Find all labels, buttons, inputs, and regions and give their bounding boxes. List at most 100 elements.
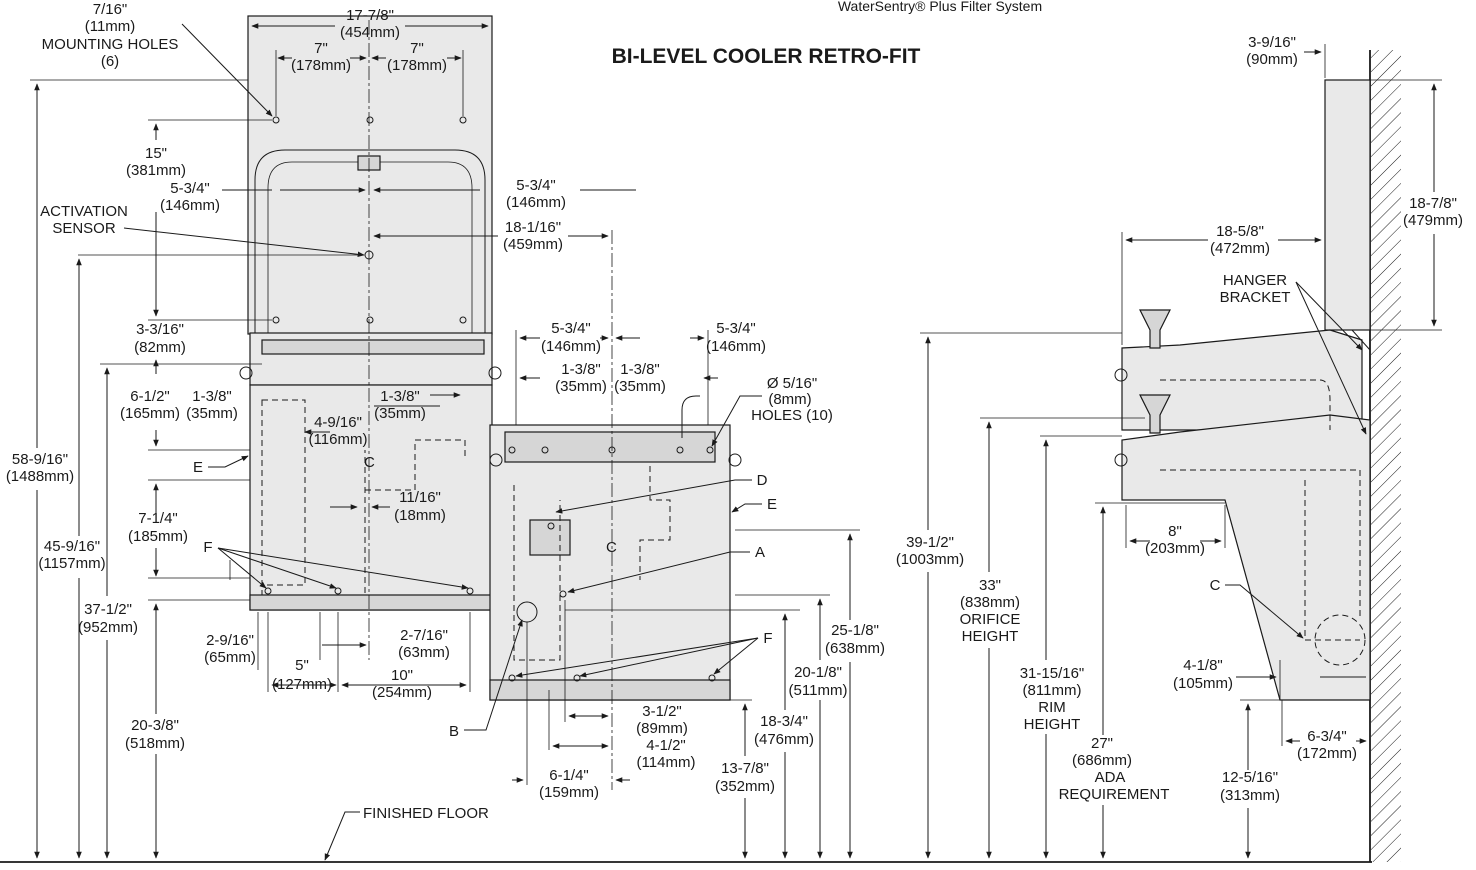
rim-height: 31-15/16" bbox=[1020, 665, 1085, 682]
svg-text:(159mm): (159mm) bbox=[539, 784, 599, 801]
dim-sensor-offset: 5-3/4" bbox=[170, 180, 210, 197]
dim-3-1-2: 3-1/2" bbox=[642, 703, 682, 720]
label-e-middle: E bbox=[767, 496, 777, 513]
dim-hole-right: 7" bbox=[410, 40, 424, 57]
dim-6-3-4: 6-3/4" bbox=[1307, 728, 1347, 745]
dim-6-1-2: 6-1/2" bbox=[130, 388, 170, 405]
svg-text:(146mm): (146mm) bbox=[706, 338, 766, 355]
svg-text:BRACKET: BRACKET bbox=[1220, 289, 1291, 306]
dim-4-9-16: 4-9/16" bbox=[314, 414, 362, 431]
holes-label: Ø 5/16" bbox=[767, 375, 817, 392]
floor-label: FINISHED FLOOR bbox=[363, 805, 489, 822]
middle-view: C 5-3/4" (146mm) 18-1/16" (459mm) 5-3/4"… bbox=[373, 177, 885, 859]
svg-text:(476mm): (476mm) bbox=[754, 731, 814, 748]
svg-text:(511mm): (511mm) bbox=[789, 682, 848, 699]
dim-18-3-4: 18-3/4" bbox=[760, 713, 808, 730]
dim-1-3-8-right: 1-3/8" bbox=[620, 361, 660, 378]
label-c: C bbox=[1210, 577, 1221, 594]
dim-11-16: 11/16" bbox=[399, 489, 441, 506]
svg-text:ORIFICE: ORIFICE bbox=[960, 611, 1021, 628]
svg-text:(18mm): (18mm) bbox=[394, 507, 446, 524]
svg-text:(203mm): (203mm) bbox=[1145, 540, 1205, 557]
svg-text:(114mm): (114mm) bbox=[637, 754, 696, 771]
svg-text:(1488mm): (1488mm) bbox=[6, 468, 74, 485]
dim-4-1-8: 4-1/8" bbox=[1183, 657, 1223, 674]
mounting-holes-label: 7/16" bbox=[93, 1, 128, 18]
dim-4-1-2: 4-1/2" bbox=[646, 737, 686, 754]
wall-hatch bbox=[1371, 50, 1401, 862]
dim-25-1-8: 25-1/8" bbox=[831, 622, 879, 639]
ada-requirement: 27" bbox=[1091, 735, 1113, 752]
page-title: BI-LEVEL COOLER RETRO-FIT bbox=[612, 45, 921, 68]
dim-5-3-4-right: 5-3/4" bbox=[716, 320, 756, 337]
svg-text:REQUIREMENT: REQUIREMENT bbox=[1059, 786, 1170, 803]
svg-text:(638mm): (638mm) bbox=[825, 640, 885, 657]
svg-text:(459mm): (459mm) bbox=[503, 236, 563, 253]
side-filter-panel bbox=[1324, 79, 1371, 331]
dim-1-3-8-b: 1-3/8" bbox=[380, 388, 420, 405]
dim-5: 5" bbox=[295, 657, 309, 674]
svg-text:(127mm): (127mm) bbox=[272, 676, 332, 693]
dim-1-3-8-a: 1-3/8" bbox=[192, 388, 232, 405]
activation-sensor-label: ACTIVATION bbox=[40, 203, 128, 220]
dim-58-9-16: 58-9/16" bbox=[12, 451, 68, 468]
svg-text:(811mm): (811mm) bbox=[1023, 682, 1082, 699]
subtitle: WaterSentry® Plus Filter System bbox=[838, 0, 1042, 14]
label-e-front: E bbox=[193, 459, 203, 476]
svg-text:(35mm): (35mm) bbox=[614, 378, 666, 395]
svg-text:(185mm): (185mm) bbox=[128, 528, 188, 545]
svg-text:(11mm): (11mm) bbox=[85, 18, 136, 35]
dim-2-9-16: 2-9/16" bbox=[206, 632, 254, 649]
svg-text:HEIGHT: HEIGHT bbox=[1024, 716, 1081, 733]
label-f-middle: F bbox=[763, 630, 772, 647]
svg-text:(146mm): (146mm) bbox=[506, 194, 566, 211]
dim-12-5-16: 12-5/16" bbox=[1222, 769, 1278, 786]
svg-text:(35mm): (35mm) bbox=[186, 405, 238, 422]
side-view: 3-9/16" (90mm) 18-7/8" (479mm) 18-5/8" (… bbox=[896, 34, 1463, 862]
dim-8: 8" bbox=[1168, 523, 1182, 540]
svg-text:RIM: RIM bbox=[1038, 699, 1066, 716]
dim-3-3-16: 3-3/16" bbox=[136, 321, 184, 338]
label-b: B bbox=[449, 723, 459, 740]
svg-text:MOUNTING HOLES: MOUNTING HOLES bbox=[42, 36, 179, 53]
middle-centerline-label: C bbox=[606, 539, 617, 556]
front-view: C 17-7/8" (454mm) 7" (178mm) 7" (178mm) … bbox=[6, 1, 502, 859]
dim-18-7-8: 18-7/8" bbox=[1409, 195, 1457, 212]
front-centerline-label: C bbox=[364, 454, 375, 471]
svg-text:(254mm): (254mm) bbox=[372, 684, 432, 701]
svg-text:(172mm): (172mm) bbox=[1297, 745, 1357, 762]
svg-text:(518mm): (518mm) bbox=[125, 735, 185, 752]
svg-text:SENSOR: SENSOR bbox=[52, 220, 116, 237]
dim-18-1-16: 18-1/16" bbox=[505, 219, 561, 236]
svg-text:(146mm): (146mm) bbox=[160, 197, 220, 214]
dim-5-3-4-top: 5-3/4" bbox=[516, 177, 556, 194]
svg-text:(146mm): (146mm) bbox=[541, 338, 601, 355]
orifice-height: 33" bbox=[979, 577, 1001, 594]
svg-text:(313mm): (313mm) bbox=[1220, 787, 1280, 804]
dim-5-3-4-left: 5-3/4" bbox=[551, 320, 591, 337]
dim-39-1-2: 39-1/2" bbox=[906, 534, 954, 551]
svg-text:(82mm): (82mm) bbox=[134, 339, 186, 356]
svg-text:HEIGHT: HEIGHT bbox=[962, 628, 1019, 645]
dim-18-5-8: 18-5/8" bbox=[1216, 223, 1264, 240]
svg-text:(1003mm): (1003mm) bbox=[896, 551, 964, 568]
dim-6-1-4: 6-1/4" bbox=[549, 767, 589, 784]
svg-text:(454mm): (454mm) bbox=[340, 24, 400, 41]
svg-text:(35mm): (35mm) bbox=[555, 378, 607, 395]
dim-1-3-8-left: 1-3/8" bbox=[561, 361, 601, 378]
svg-text:(89mm): (89mm) bbox=[636, 720, 688, 737]
svg-text:(178mm): (178mm) bbox=[387, 57, 447, 74]
svg-text:(90mm): (90mm) bbox=[1246, 51, 1298, 68]
dim-hole-left: 7" bbox=[314, 40, 328, 57]
cabinet bbox=[249, 384, 493, 611]
cabinet-base bbox=[249, 594, 493, 611]
svg-text:(472mm): (472mm) bbox=[1210, 240, 1270, 257]
svg-text:(63mm): (63mm) bbox=[398, 644, 450, 661]
dim-37-1-2: 37-1/2" bbox=[84, 601, 132, 618]
svg-text:(165mm): (165mm) bbox=[120, 405, 180, 422]
svg-text:(952mm): (952mm) bbox=[78, 619, 138, 636]
svg-text:HOLES (10): HOLES (10) bbox=[751, 407, 833, 424]
dim-height-15: 15" bbox=[145, 145, 167, 162]
